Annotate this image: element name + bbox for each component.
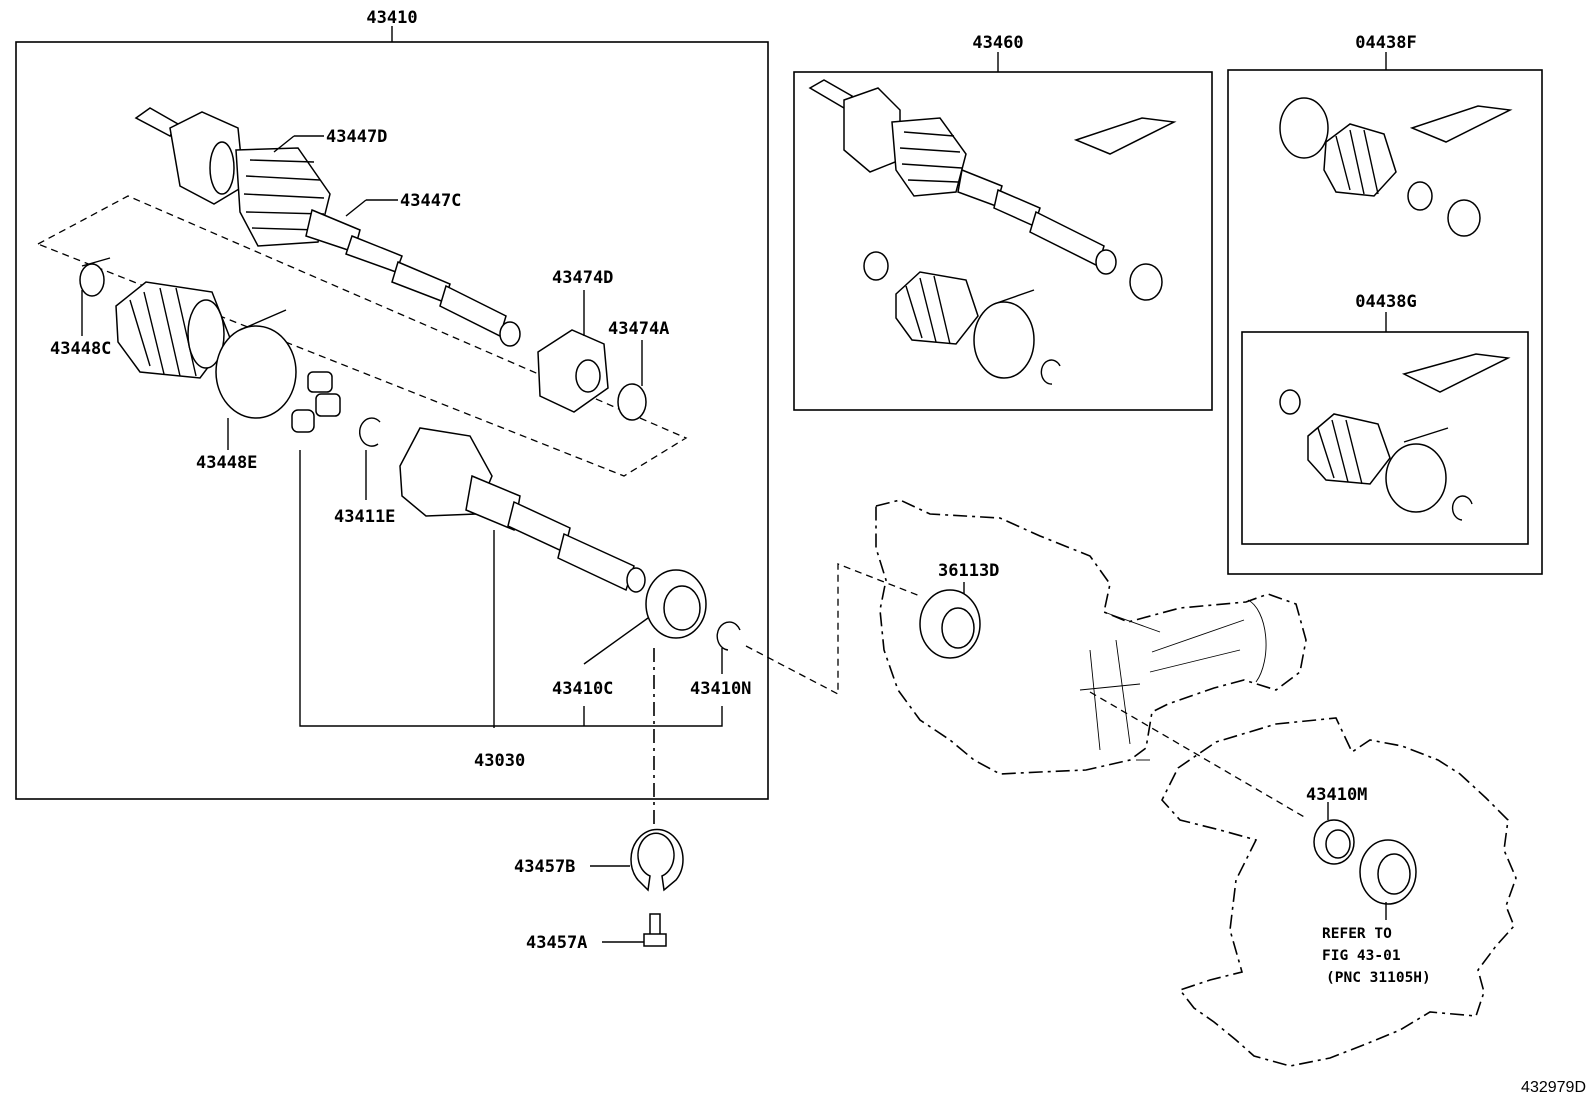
subkit-dashed-outline bbox=[37, 195, 688, 477]
kit-04438F-frame bbox=[1227, 69, 1543, 575]
kit-04438G-frame bbox=[1241, 331, 1529, 545]
boot-clamp-small bbox=[79, 257, 111, 297]
label-43411E: 43411E bbox=[334, 507, 395, 527]
note-line-3: (PNC 31105H) bbox=[1326, 970, 1431, 986]
inboard-boot bbox=[115, 281, 231, 379]
boot-clamp-large bbox=[215, 309, 297, 419]
bearing-bracket bbox=[630, 828, 684, 892]
label-43460: 43460 bbox=[972, 33, 1023, 53]
label-43030: 43030 bbox=[474, 751, 525, 771]
label-43447C: 43447C bbox=[400, 191, 461, 211]
bearing-snap-ring bbox=[716, 621, 741, 651]
label-43410C: 43410C bbox=[552, 679, 613, 699]
kit-04438F-parts bbox=[1279, 97, 1513, 237]
label-43448C: 43448C bbox=[50, 339, 111, 359]
center-bearing bbox=[645, 569, 707, 639]
assembly-frame bbox=[15, 41, 769, 800]
kit-04438G-grease bbox=[1401, 353, 1511, 393]
kit-bracket bbox=[299, 450, 723, 727]
oil-seal bbox=[919, 589, 981, 659]
housing-leader-dashed bbox=[745, 563, 921, 696]
label-43447D: 43447D bbox=[326, 127, 387, 147]
figure-id: 432979D bbox=[1521, 1079, 1586, 1096]
snap-ring bbox=[358, 417, 381, 447]
kit-43460-shaft bbox=[808, 79, 1117, 275]
label-43410M: 43410M bbox=[1306, 785, 1367, 805]
note-line-1: REFER TO bbox=[1322, 926, 1392, 942]
dynamic-damper bbox=[537, 329, 609, 413]
label-04438G: 04438G bbox=[1355, 292, 1416, 312]
group-04438F: 04438F 04438G bbox=[1227, 33, 1543, 575]
label-36113D: 36113D bbox=[938, 561, 999, 581]
kit-43460-boot bbox=[863, 251, 1061, 385]
label-43474D: 43474D bbox=[552, 268, 613, 288]
kit-43460-ring bbox=[1129, 263, 1163, 301]
kit-43460-frame bbox=[793, 71, 1213, 411]
transmission-case bbox=[1161, 717, 1517, 1067]
group-43410: 43410 43447D 43447C 43474D bbox=[15, 8, 769, 800]
grease-packet bbox=[1073, 117, 1177, 155]
label-43457B: 43457B bbox=[514, 857, 575, 877]
outer-shaft-assembly bbox=[134, 107, 521, 347]
inboard-joint-shaft bbox=[399, 427, 646, 593]
label-43448E: 43448E bbox=[196, 453, 257, 473]
referenced-seal bbox=[1359, 839, 1417, 905]
note-line-2: FIG 43-01 bbox=[1322, 948, 1401, 964]
case-leader-dashed bbox=[1089, 691, 1307, 819]
differential-housing bbox=[875, 499, 1307, 775]
tripod-joint bbox=[291, 371, 341, 433]
group-04438G: 04438G bbox=[1241, 292, 1529, 545]
clamp-ring bbox=[617, 383, 647, 421]
label-43457A: 43457A bbox=[526, 933, 587, 953]
group-43460: 43460 bbox=[793, 33, 1213, 411]
label-04438F: 04438F bbox=[1355, 33, 1416, 53]
label-43474A: 43474A bbox=[608, 319, 669, 339]
label-43410: 43410 bbox=[366, 8, 417, 28]
label-43410N: 43410N bbox=[690, 679, 751, 699]
case-bearing bbox=[1313, 819, 1355, 865]
bracket-bolt bbox=[643, 913, 667, 947]
